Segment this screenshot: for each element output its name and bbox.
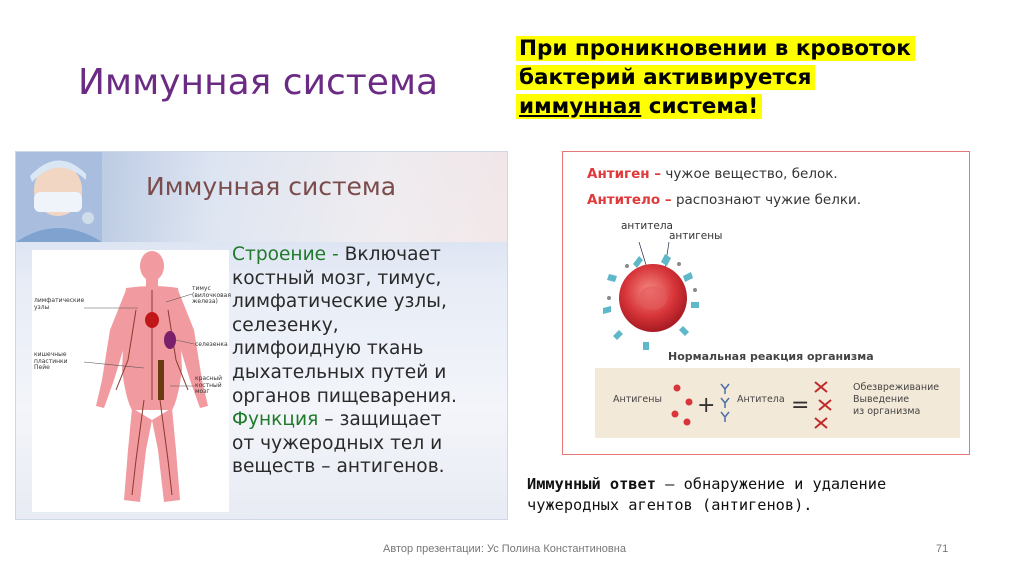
slide-title: Иммунная система (78, 62, 439, 103)
immune-response-term: Иммунный ответ (527, 475, 656, 493)
reaction-equation: Антигены + = Ан (595, 368, 960, 438)
callout-underlined-word: иммунная (519, 94, 642, 119)
blood-cell-illustration (603, 242, 699, 350)
reaction-symbols: + = (671, 381, 832, 429)
outcome-line-2: Выведение (853, 394, 910, 405)
label-antigens: антигены (669, 230, 723, 242)
page-number: 71 (936, 543, 949, 555)
callout-text: При проникновении в кровоток бактерий ак… (516, 34, 944, 121)
structure-line-1: Включает (338, 244, 441, 265)
human-body-diagram: лимфатические узлы тимус (вилочковая жел… (32, 250, 231, 512)
label-peyer-patches: кишечные пластинки Пейе (34, 351, 68, 371)
function-term: Функция (232, 409, 319, 431)
immune-response-line-2: чужеродных агентов (антигенов). (527, 496, 813, 514)
normal-reaction-title: Нормальная реакция организма (668, 350, 874, 363)
label-antibodies: антитела (621, 220, 673, 232)
antibody-definition: Антитело – распознают чужие белки. (587, 192, 861, 208)
footer-author: Автор презентации: Ус Полина Константино… (383, 543, 626, 555)
callout-line-3-rest: система! (641, 94, 759, 119)
svg-text:+: + (697, 393, 715, 418)
svg-text:=: = (791, 393, 809, 418)
function-line-2: от чужеродных тел и (232, 432, 443, 454)
antibody-definition-text: распознают чужие белки. (671, 192, 862, 208)
structure-line-3: лимфатические узлы, (232, 291, 447, 313)
callout-line-1: При проникновении в кровоток (516, 36, 915, 61)
callout-line-2: бактерий активируется (516, 65, 816, 90)
immune-system-illustration: Иммунная система (15, 151, 508, 520)
function-line-1: – защищает (318, 409, 442, 431)
immune-response-line-1: – обнаружение и удаление (655, 475, 887, 493)
reaction-antigens-label: Антигены (613, 394, 662, 405)
structure-line-2: костный мозг, тимус, (232, 267, 442, 289)
antigen-antibody-diagram: Антиген – чужое вещество, белок. Антител… (562, 151, 970, 455)
label-spleen: селезенка (195, 341, 228, 348)
label-lymph-nodes: лимфатические узлы (34, 297, 85, 311)
function-line-3: веществ – антигенов. (232, 456, 445, 478)
antigen-definition: Антиген – чужое вещество, белок. (587, 166, 838, 182)
antigen-definition-text: чужое вещество, белок. (661, 166, 838, 182)
reaction-antibody-label: Антитела (737, 394, 785, 405)
outcome-line-1: Обезвреживание (853, 382, 940, 393)
doctor-image (16, 152, 102, 242)
structure-line-7: органов пищеварения. (232, 385, 457, 407)
antigen-term: Антиген – (587, 166, 662, 182)
immune-response-definition: Иммунный ответ – обнаружение и удаление … (527, 474, 1007, 516)
label-bone-marrow: красный костный мозг (195, 375, 222, 395)
structure-line-4: селезенку, (232, 314, 339, 336)
outcome-line-3: из организма (853, 406, 921, 417)
panel-description: Строение - Включает костный мозг, тимус,… (232, 243, 504, 479)
callout-line-3: иммунная система! (516, 94, 763, 119)
structure-term: Строение - (232, 244, 339, 265)
structure-line-5: лимфоидную ткань (232, 338, 424, 360)
antibody-term: Антитело – (587, 192, 672, 208)
structure-line-6: дыхательных путей и (232, 361, 447, 383)
panel-heading: Иммунная система (146, 172, 397, 201)
reaction-outcome: Обезвреживание Выведение из организма (853, 382, 939, 418)
label-thymus: тимус (вилочковая железа) (192, 285, 231, 305)
human-body-figure (83, 251, 208, 502)
